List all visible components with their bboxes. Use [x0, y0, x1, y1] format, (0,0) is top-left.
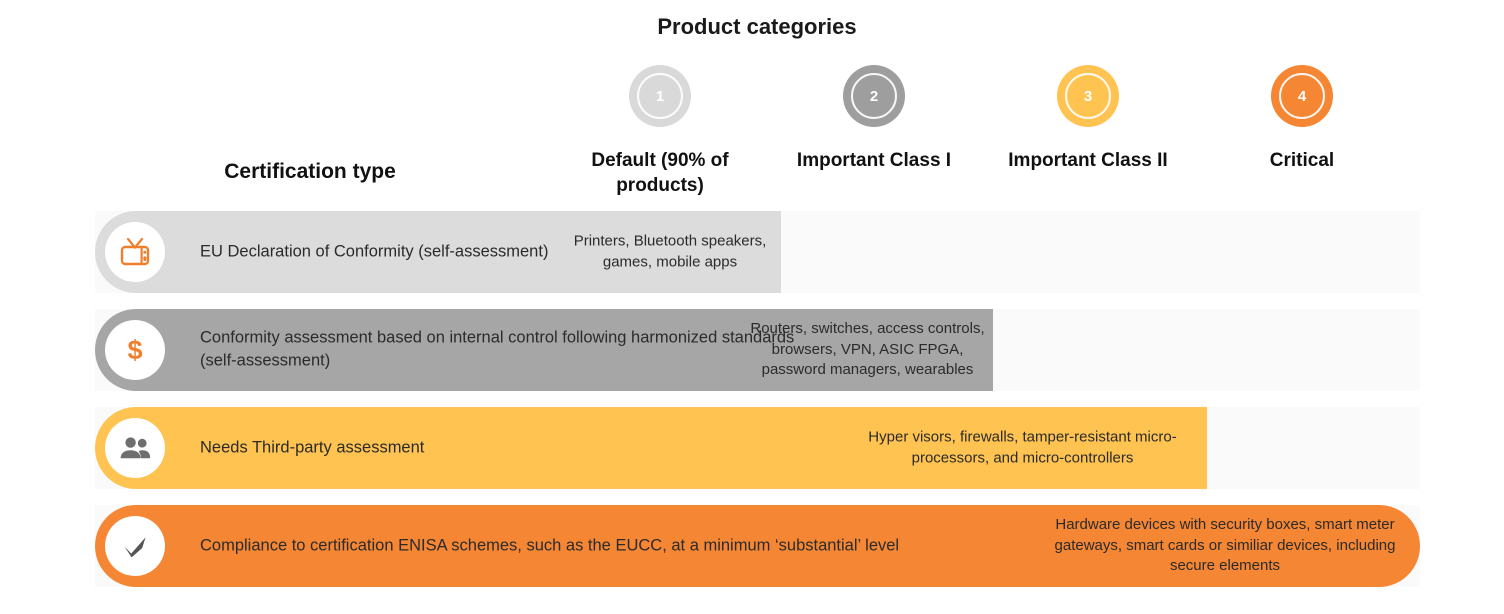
page-title-text: Product categories: [657, 14, 857, 39]
header-row: Certification type 1 Default (90% of pro…: [0, 60, 1504, 200]
people-icon: [105, 418, 165, 478]
category-badge-3: 3: [1057, 65, 1119, 127]
check-icon: [105, 516, 165, 576]
row-bar-4: Compliance to certification ENISA scheme…: [95, 505, 1420, 587]
row-label-2: Conformity assessment based on internal …: [200, 328, 795, 370]
category-circle-wrap-3: 3: [988, 60, 1188, 132]
svg-text:$: $: [127, 335, 142, 365]
row-bar-3: Needs Third-party assessment: [95, 407, 1207, 489]
category-column-3[interactable]: 3 Important Class II: [988, 60, 1188, 173]
row-label-3: Needs Third-party assessment: [200, 438, 425, 457]
category-circle-wrap-2: 2: [774, 60, 974, 132]
row-label-4: Compliance to certification ENISA scheme…: [200, 536, 900, 555]
category-number-3: 3: [1083, 87, 1093, 105]
row-cell-1-category-1: Printers, Bluetooth speakers, games, mob…: [573, 232, 767, 270]
tv-icon: [105, 222, 165, 282]
category-number-4: 4: [1297, 87, 1307, 105]
row-eu-declaration[interactable]: EU Declaration of Conformity (self-asses…: [95, 211, 1420, 293]
certification-type-header: Certification type: [224, 160, 396, 183]
row-enisa-compliance[interactable]: Compliance to certification ENISA scheme…: [95, 505, 1420, 587]
row-label-1: EU Declaration of Conformity (self-asses…: [200, 242, 549, 261]
category-circle-wrap-1: 1: [560, 60, 760, 132]
category-label-4: Critical: [1269, 150, 1335, 171]
row-conformity-assessment[interactable]: $ Conformity assessment based on interna…: [95, 309, 1420, 391]
row-third-party-assessment[interactable]: Needs Third-party assessment Hyper visor…: [95, 407, 1420, 489]
row-cell-2-category-2: Routers, switches, access controls, brow…: [750, 319, 985, 379]
category-badge-2: 2: [843, 65, 905, 127]
category-column-1[interactable]: 1 Default (90% of products): [560, 60, 760, 198]
row-bar-2: $ Conformity assessment based on interna…: [95, 309, 993, 391]
row-cell-4-category-4: Hardware devices with security boxes, sm…: [1054, 515, 1396, 575]
category-label-3: Important Class II: [1008, 150, 1168, 171]
page-title: Product categories: [0, 14, 1504, 40]
row-bar-1: EU Declaration of Conformity (self-asses…: [95, 211, 781, 293]
category-column-4[interactable]: 4 Critical: [1202, 60, 1402, 173]
dollar-icon: $: [105, 320, 165, 380]
category-label-1: Default (90% of products): [591, 150, 729, 197]
category-badge-1: 1: [629, 65, 691, 127]
category-badge-4: 4: [1271, 65, 1333, 127]
category-number-2: 2: [869, 87, 879, 105]
category-circle-wrap-4: 4: [1202, 60, 1402, 132]
row-cell-3-category-3: Hyper visors, firewalls, tamper-resistan…: [868, 428, 1177, 466]
category-label-2: Important Class I: [796, 150, 952, 171]
category-column-2[interactable]: 2 Important Class I: [774, 60, 974, 173]
category-number-1: 1: [655, 87, 665, 105]
